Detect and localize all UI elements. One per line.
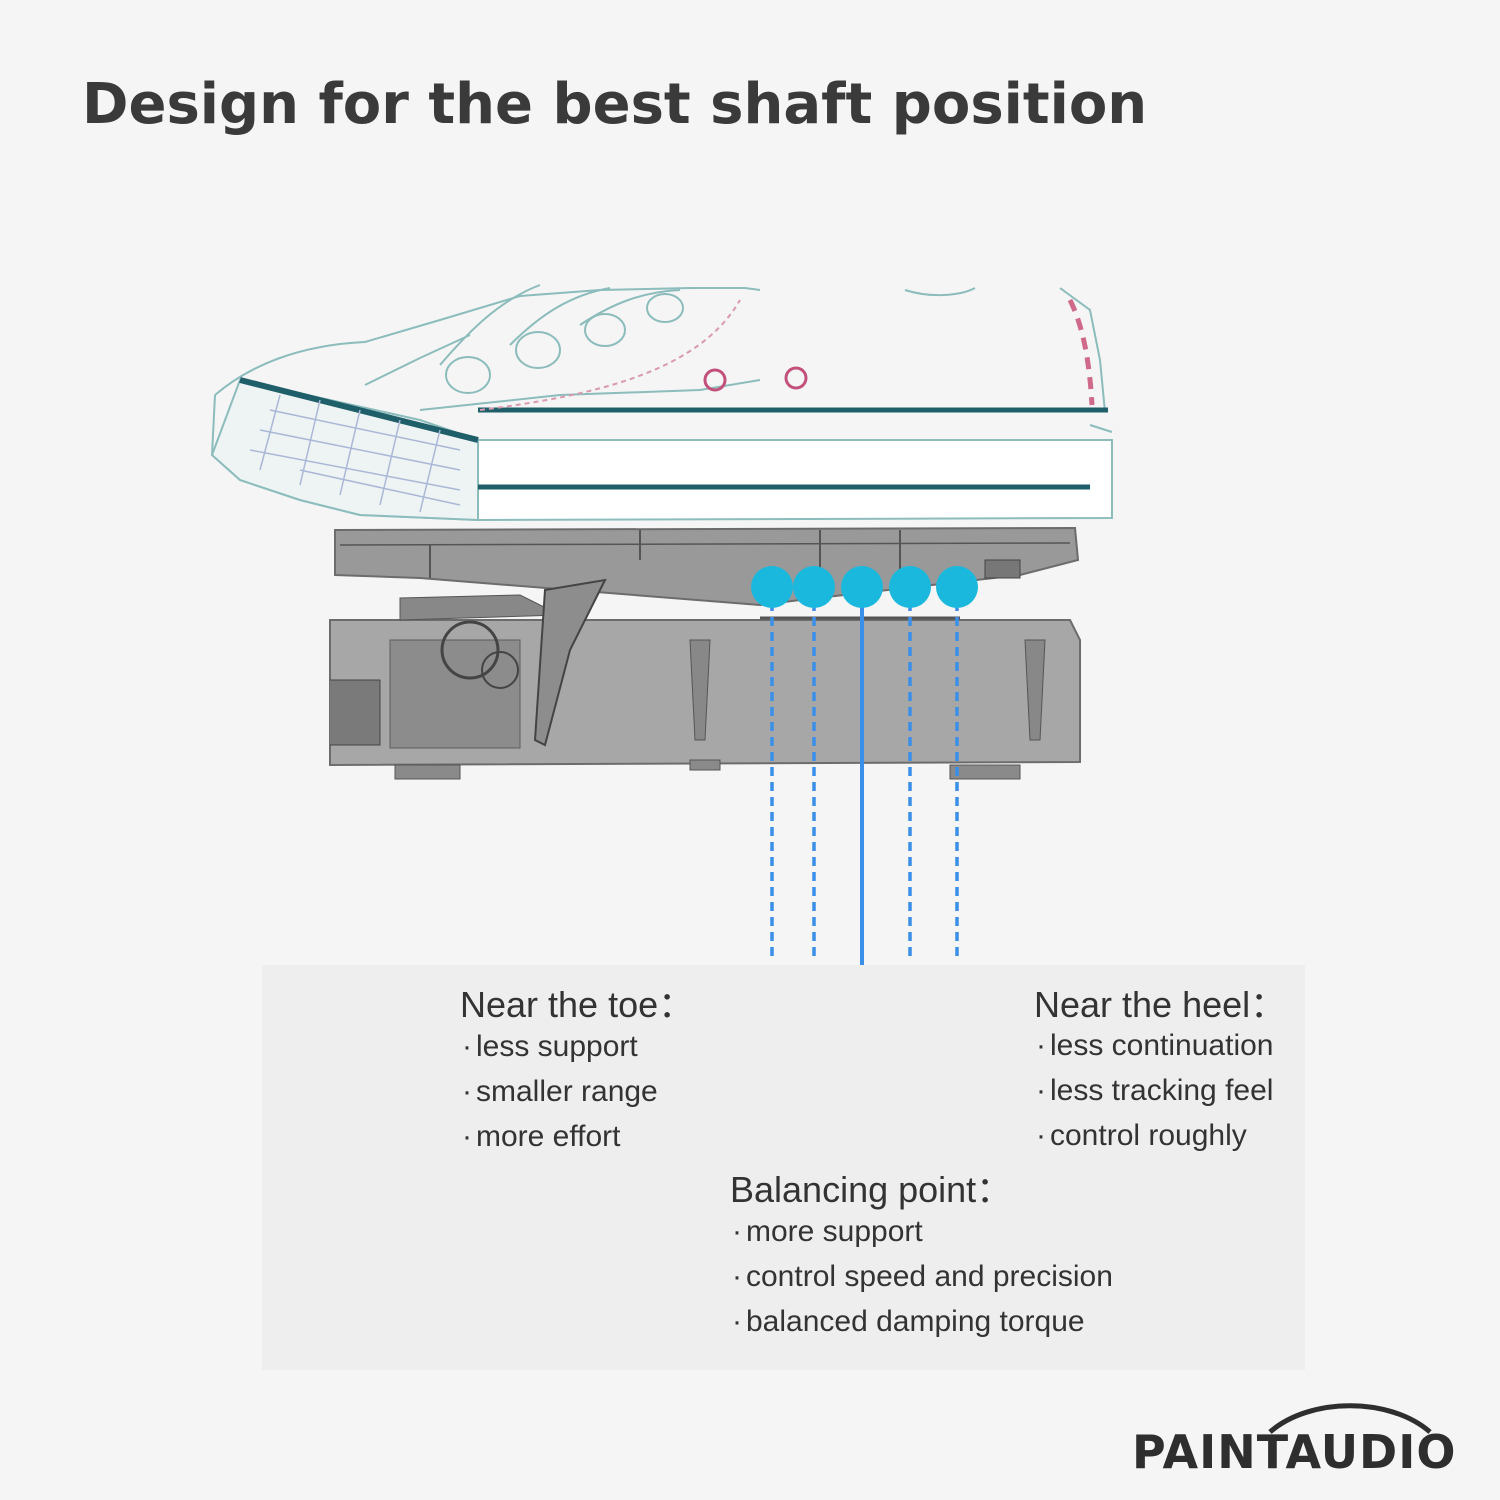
toe-point: ·smaller range — [462, 1069, 658, 1114]
balance-point: ·more support — [732, 1209, 1113, 1254]
shoe-drawing — [210, 284, 1113, 522]
shaft-marker — [751, 566, 793, 608]
balance-point: ·balanced damping torque — [732, 1299, 1113, 1344]
bullet-text: control roughly — [1050, 1119, 1247, 1152]
bullet-dot: · — [732, 1260, 742, 1293]
bullet-dot: · — [462, 1075, 472, 1108]
shaft-marker — [841, 566, 883, 608]
shaft-marker — [936, 566, 978, 608]
pedal-base — [329, 578, 1081, 780]
heel-point: ·control roughly — [1036, 1113, 1273, 1158]
heel-points-list: ·less continuation·less tracking feel·co… — [1036, 1023, 1273, 1158]
bullet-text: more support — [746, 1215, 923, 1248]
heel-point: ·less tracking feel — [1036, 1068, 1273, 1113]
brand-arc-icon — [1268, 1403, 1432, 1434]
bullet-dot: · — [1036, 1029, 1046, 1062]
info-panel — [262, 965, 1305, 1370]
bullet-text: less tracking feel — [1050, 1074, 1274, 1107]
toe-heading: Near the toe： — [460, 984, 695, 1025]
bullet-text: more effort — [476, 1120, 621, 1153]
bullet-dot: · — [462, 1030, 472, 1063]
bullet-dot: · — [1036, 1119, 1046, 1152]
bullet-dot: · — [732, 1215, 742, 1248]
heel-heading: Near the heel： — [1034, 984, 1287, 1025]
balance-point: ·control speed and precision — [732, 1254, 1113, 1299]
page-title: Design for the best shaft position — [82, 72, 1148, 137]
bullet-dot: · — [732, 1305, 742, 1338]
brand-logo: PAINTAUDIO — [1132, 1425, 1457, 1479]
shaft-marker — [793, 566, 835, 608]
balance-heading: Balancing point： — [730, 1169, 1013, 1210]
bullet-text: less continuation — [1050, 1029, 1274, 1062]
toe-points-list: ·less support·smaller range·more effort — [462, 1024, 658, 1159]
toe-point: ·less support — [462, 1024, 658, 1069]
toe-point: ·more effort — [462, 1114, 658, 1159]
shaft-position-markers — [751, 566, 978, 608]
bullet-text: balanced damping torque — [746, 1305, 1085, 1338]
bullet-text: less support — [476, 1030, 638, 1063]
heel-point: ·less continuation — [1036, 1023, 1273, 1068]
shaft-marker — [889, 566, 931, 608]
balance-points-list: ·more support·control speed and precisio… — [732, 1209, 1113, 1344]
bullet-text: control speed and precision — [746, 1260, 1113, 1293]
bullet-dot: · — [462, 1120, 472, 1153]
bullet-text: smaller range — [476, 1075, 658, 1108]
bullet-dot: · — [1036, 1074, 1046, 1107]
